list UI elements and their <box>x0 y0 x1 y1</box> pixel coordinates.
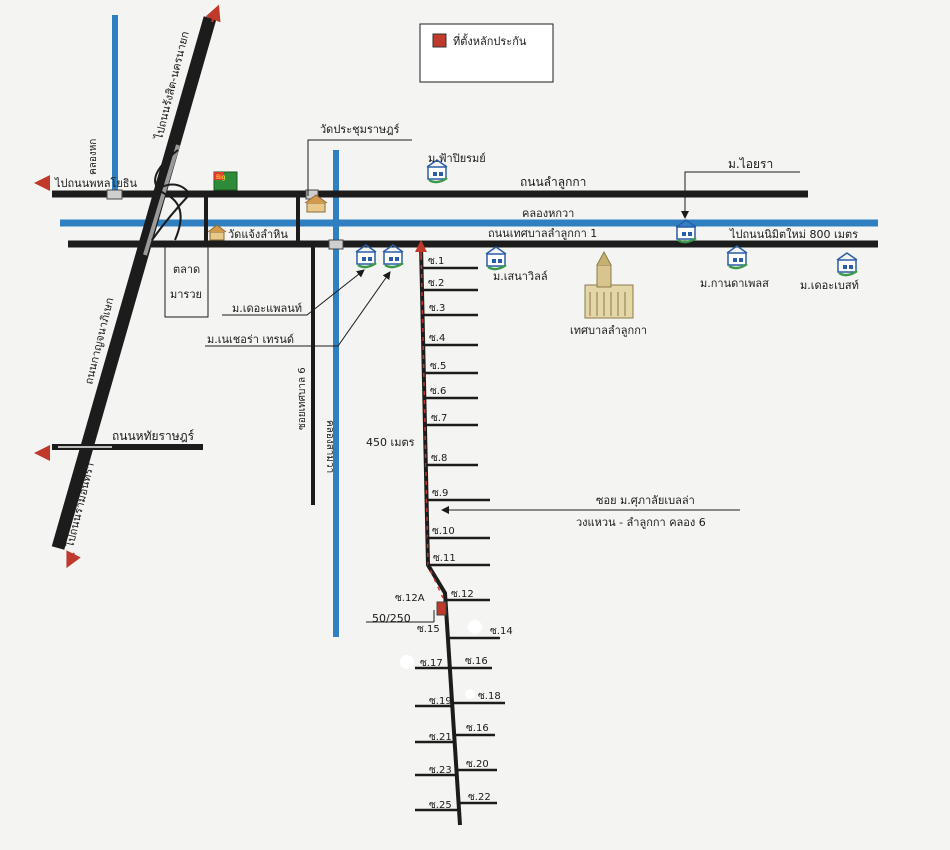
bridge-khlong-sam <box>328 239 344 250</box>
soi-1-label: ซ.1 <box>428 256 444 267</box>
senaville-label: ม.เสนาวิลล์ <box>493 270 548 283</box>
the-plant-leader <box>222 269 365 316</box>
soi-14-label: ซ.14 <box>490 626 513 637</box>
road-end-arrows <box>34 4 221 569</box>
distance-450-label: 450 เมตร <box>366 436 415 449</box>
road-kanchanaphisek-line <box>51 16 217 550</box>
scan-speck <box>468 620 482 634</box>
soi-17-label: ซ.17 <box>420 658 443 669</box>
to-phahon-label: ไปถนนพหลโยธิน <box>54 176 138 190</box>
soi-9-label: ซ.9 <box>432 488 448 499</box>
soi-5-label: ซ.5 <box>430 361 446 372</box>
khlong-sam-label: คลองสามวา <box>324 420 335 473</box>
soi-thetsaban6-label: ซอยเทศบาล 6 <box>297 367 308 430</box>
soi-main-label-1: ซอย ม.ศุภาลัยเบลล่า <box>596 494 695 507</box>
collateral-marker <box>436 601 447 616</box>
thetsaban-office-label: เทศบาลลำลูกกา <box>570 324 647 337</box>
the-base-label: ม.เดอะเบสท์ <box>800 279 859 292</box>
thetsaban-building-icon <box>584 250 634 319</box>
canal-khlong-6-label: คลองหกวา <box>522 207 574 220</box>
arrow-rangsit <box>205 4 221 23</box>
soi-16b-label: ซ.16 <box>466 723 489 734</box>
soi-25-label: ซ.25 <box>429 800 452 811</box>
interchange-loop-2 <box>149 183 192 241</box>
big-c-label: Big <box>216 174 226 181</box>
bridge-khlong-hok <box>106 189 123 200</box>
wat-prachum-icon <box>304 194 328 213</box>
village-the-plant-icon <box>354 243 378 269</box>
soi-16a-label: ซ.16 <box>465 656 488 667</box>
side-sois <box>415 266 505 812</box>
ai-yara-label: ม.ไอยรา <box>728 157 773 171</box>
hathairat-label: ถนนหทัยราษฎร์ <box>112 429 195 443</box>
soi-12-label: ซ.12 <box>451 589 474 600</box>
interchange-loop <box>154 149 182 241</box>
legend: ที่ตั้งหลักประกัน <box>419 23 554 83</box>
wat-chaeng-label: วัดแจ้งลำหิน <box>228 228 288 241</box>
soi-2-label: ซ.2 <box>428 278 444 289</box>
khlong-hok-label: คลองหก <box>88 139 99 175</box>
kanda-label: ม.กานดาเพลส <box>700 277 769 290</box>
to-nimit-label: ไปถนนนิมิตใหม่ 800 เมตร <box>729 228 858 241</box>
soi-23-label: ซ.23 <box>429 765 452 776</box>
main-soi-line <box>419 244 462 826</box>
talat-label-1: ตลาด <box>173 263 200 276</box>
fa-piyarom-label: ม.ฟ้าปิยรมย์ <box>428 152 486 165</box>
legend-swatch <box>432 33 447 48</box>
talat-box <box>164 246 209 318</box>
village-kanda-icon <box>725 244 749 270</box>
main-soi <box>415 240 505 826</box>
scan-speck <box>465 689 475 699</box>
soi-10-label: ซ.10 <box>432 526 455 537</box>
wat-chaeng-icon <box>207 224 227 241</box>
soi-20-label: ซ.20 <box>466 759 489 770</box>
soi-3-label: ซ.3 <box>429 303 445 314</box>
soi-6-label: ซ.6 <box>430 386 446 397</box>
soi-7-label: ซ.7 <box>431 413 447 424</box>
wat-prachum-leader <box>307 139 412 196</box>
soi-4-label: ซ.4 <box>429 333 445 344</box>
village-senaville-icon <box>484 245 508 271</box>
wat-prachum-label: วัดประชุมราษฎร์ <box>320 123 400 136</box>
nature-trend-label: ม.เนเชอร่า เทรนด์ <box>207 333 294 346</box>
legend-box <box>419 23 554 83</box>
road-kanchanaphisek-median <box>143 144 180 256</box>
village-the-base-icon <box>835 251 859 277</box>
big-c-icon: Big <box>213 171 238 191</box>
ai-yara-leader <box>681 171 800 219</box>
soi-19-label: ซ.19 <box>429 696 452 707</box>
soi-11-label: ซ.11 <box>433 553 456 564</box>
soi-main-label-2: วงแหวน - ลำลูกกา คลอง 6 <box>576 516 706 529</box>
village-nature-trend-icon <box>381 243 405 269</box>
legend-label: ที่ตั้งหลักประกัน <box>453 33 527 48</box>
soi-15-label: ซ.15 <box>417 624 440 635</box>
talat-label-2: มารวย <box>170 288 202 301</box>
soi-8-label: ซ.8 <box>431 453 447 464</box>
soi-18-label: ซ.18 <box>478 691 501 702</box>
arrow-ramintra <box>66 550 81 569</box>
roads <box>51 16 878 550</box>
soi-22-label: ซ.22 <box>468 792 491 803</box>
soi-21-label: ซ.21 <box>429 732 452 743</box>
road-thetsaban1-label: ถนนเทศบาลลำลูกกา 1 <box>488 227 597 240</box>
the-plant-label: ม.เดอะแพลนท์ <box>232 302 302 315</box>
soi-12a-label: ซ.12A <box>395 593 425 604</box>
nature-trend-leader <box>205 271 391 347</box>
plot-number-label: 50/250 <box>372 612 411 625</box>
leader-lines <box>205 139 800 514</box>
road-lamlukka-label: ถนนลำลูกกา <box>520 175 586 190</box>
scan-speck <box>400 655 414 669</box>
canals <box>60 15 878 637</box>
